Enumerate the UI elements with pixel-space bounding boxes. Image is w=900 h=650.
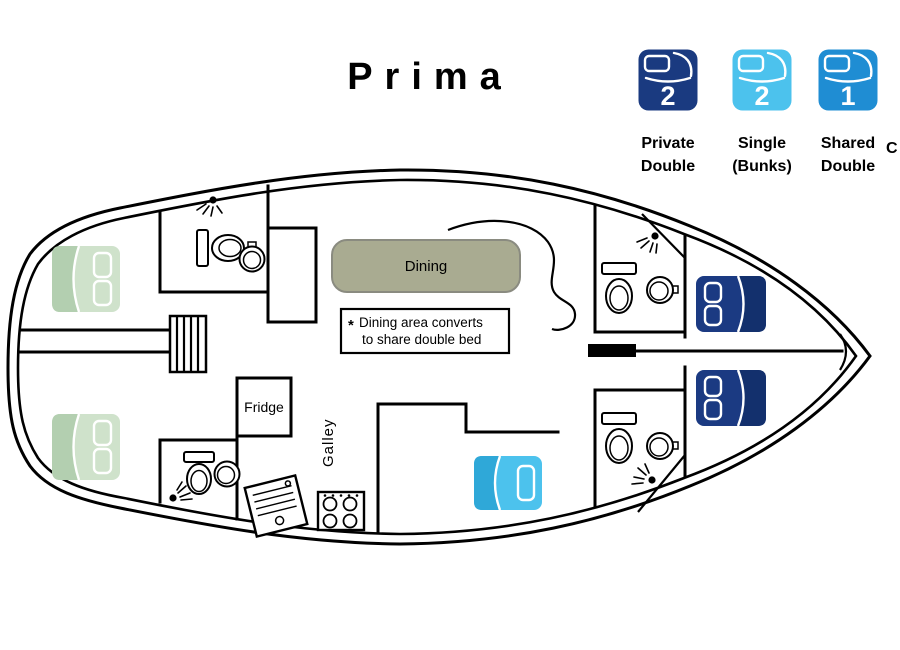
page-title: Prima [347, 56, 513, 98]
note-box: * Dining area converts to share double b… [339, 307, 511, 355]
pillow [92, 279, 113, 307]
legend-label-clipped: C [886, 140, 898, 157]
toilet-icon [601, 262, 637, 314]
shower-screen [637, 454, 686, 513]
legend-label: Private Double [640, 135, 696, 175]
companionway-stairs [168, 314, 208, 374]
bed-count: 1 [840, 81, 855, 111]
pillow [92, 447, 113, 475]
hull-outer-line [6, 168, 872, 546]
pillow [92, 251, 113, 279]
pillow [703, 375, 723, 398]
fridge-box [235, 376, 293, 438]
toilet-icon [183, 451, 215, 495]
bed-count: 2 [754, 81, 769, 111]
legend-item-shared-double: 1 Shared Double [802, 48, 894, 178]
shower-head-icon [169, 481, 193, 502]
toilet-icon [196, 229, 245, 267]
fridge-label: Fridge [244, 399, 284, 415]
sink-icon [213, 460, 241, 488]
dining-label: Dining [405, 258, 448, 275]
sink-icon [646, 432, 679, 460]
galley-label: Galley [320, 418, 337, 467]
boat-hull [6, 168, 872, 546]
private-double-bed-icon: 2 [638, 49, 698, 111]
mast-post [588, 344, 636, 357]
bow-locker-bulkhead [839, 333, 848, 371]
bathroom-aft-top [196, 196, 266, 273]
double-bed-bow-top [696, 275, 766, 333]
shower-head-icon [636, 232, 659, 254]
pillow [703, 398, 723, 421]
legend-label: Shared Double [820, 135, 876, 175]
pillow [516, 464, 536, 502]
pillow [703, 304, 723, 327]
single-bunk-bed-icon: 2 [732, 49, 792, 111]
legend-label: Single (Bunks) [732, 135, 792, 175]
double-bed-aft-bottom [52, 413, 120, 481]
legend-item-single-bunks: 2 Single (Bunks) [716, 48, 808, 178]
note-marker: * [348, 317, 354, 334]
sink-icon [646, 276, 679, 304]
double-bed-aft-top [52, 245, 120, 313]
dining-table: Dining [331, 239, 521, 293]
sink-icon [238, 241, 266, 273]
single-bunk-bed [474, 455, 542, 511]
legend-item-private-double: 2 Private Double [622, 48, 714, 178]
stove-icon [316, 490, 366, 532]
hull-inner-line [16, 178, 858, 536]
bathroom-fwd-bottom [601, 412, 686, 513]
double-bed-bow-bottom [696, 369, 766, 427]
settee-outline [447, 219, 577, 331]
note-line-1: Dining area converts [359, 315, 483, 330]
bed-count: 2 [660, 81, 675, 111]
galley-area: Fridge Galley [235, 376, 366, 539]
note-line-2: to share double bed [362, 332, 481, 347]
shared-double-bed-icon: 1 [818, 49, 878, 111]
pillow [92, 419, 113, 447]
shower-head-icon [196, 196, 223, 217]
shower-head-icon [631, 463, 656, 485]
toilet-icon [601, 412, 637, 464]
bathroom-fwd-top [601, 213, 686, 314]
shower-screen [641, 213, 686, 259]
pillow [703, 281, 723, 304]
bathroom-aft-bottom [169, 451, 241, 502]
galley-sink-icon [243, 473, 309, 539]
interior-walls [18, 184, 844, 533]
